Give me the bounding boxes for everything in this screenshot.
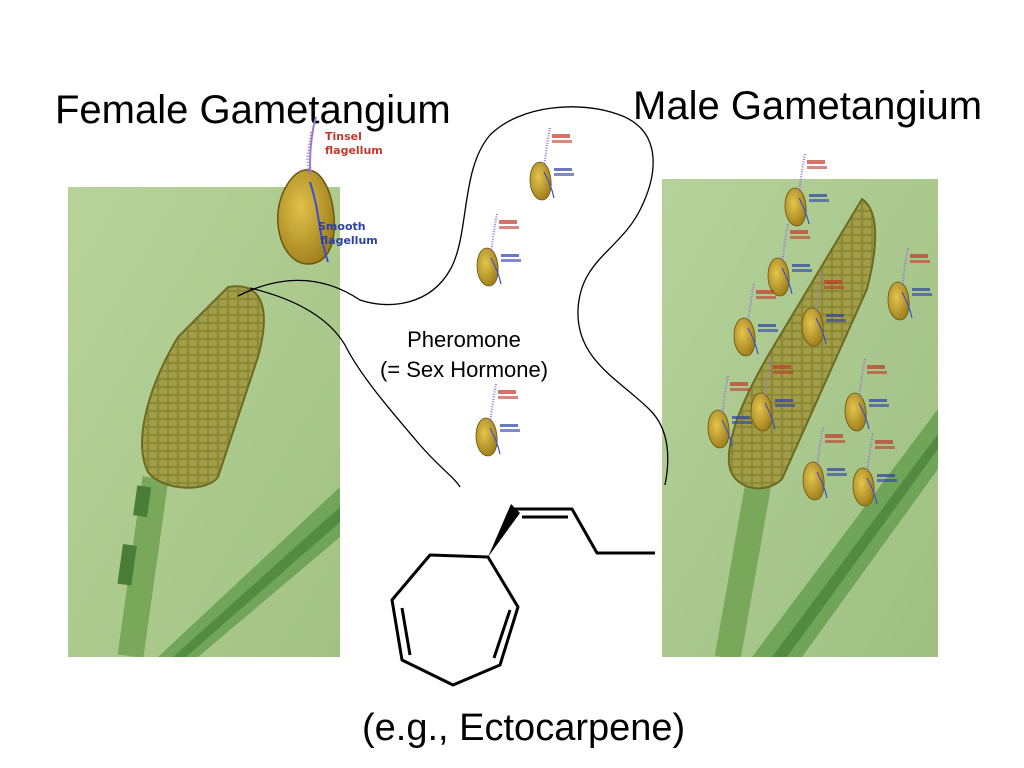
smooth-label-line1: Smooth	[318, 220, 366, 233]
male-gamete-7	[843, 357, 891, 433]
male-gamete-4	[732, 282, 780, 358]
pheromone-line-2: (= Sex Hormone)	[379, 357, 549, 382]
male-gamete-3	[886, 246, 934, 322]
male-gamete-2	[766, 222, 814, 298]
male-gamete-10	[851, 432, 899, 508]
male-gamete-8	[706, 374, 754, 450]
ectocarpene-structure	[390, 504, 655, 687]
male-gamete-6	[749, 357, 797, 433]
cloud-gamete-2	[475, 212, 523, 288]
male-gamete-1	[783, 152, 831, 228]
male-gamete-9	[801, 426, 849, 502]
molecule-caption: (e.g., Ectocarpene)	[362, 707, 686, 749]
female-micrograph	[68, 187, 340, 657]
large-gamete-illustration: Tinsel flagellum Smooth flagellum	[277, 116, 383, 265]
cloud-gamete-1	[528, 126, 576, 202]
tinsel-label-line1: Tinsel	[325, 130, 362, 143]
pheromone-line-1: Pheromone	[407, 327, 521, 352]
female-gametangium-title: Female Gametangium	[55, 88, 451, 132]
male-gamete-5	[800, 272, 848, 348]
cloud-gamete-3	[474, 382, 522, 458]
pheromone-label: Pheromone (= Sex Hormone)	[353, 325, 575, 385]
smooth-label-line2: flagellum	[320, 234, 378, 247]
tinsel-label-line2: flagellum	[325, 144, 383, 157]
male-gametangium-title: Male Gametangium	[633, 84, 983, 128]
